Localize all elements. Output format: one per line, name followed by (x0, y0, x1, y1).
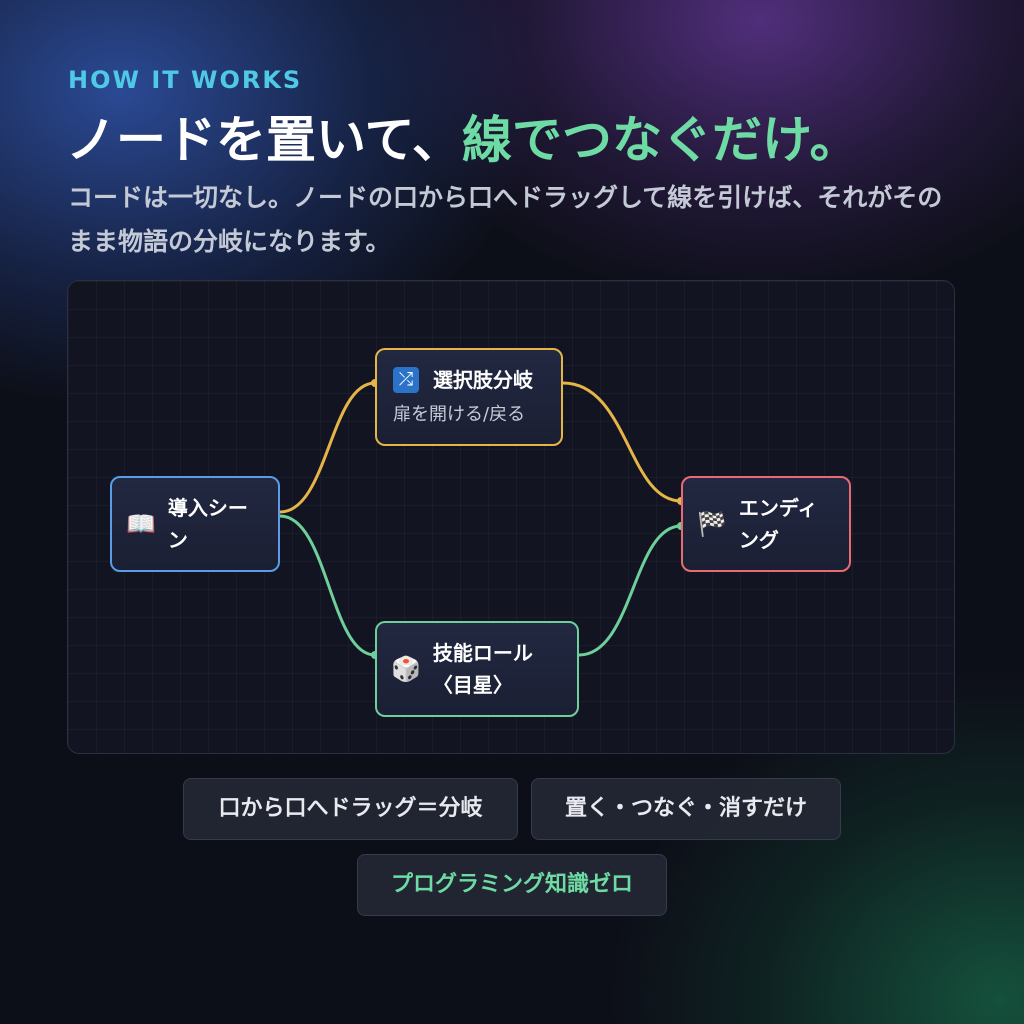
node-choice-label: 選択肢分岐 (433, 368, 533, 392)
shuffle-icon: ⤮ (393, 367, 419, 393)
node-intro-label: 導入シーン (167, 496, 248, 552)
checkered-flag-icon: 🏁 (697, 510, 727, 538)
dice-icon: 🎲 (391, 655, 421, 683)
node-choice-sublabel: 扉を開ける/戻る (393, 404, 526, 425)
title-main: ノードを置いて、 (66, 111, 462, 169)
node-editor-canvas[interactable]: 📖 導入シーン ⤮ 選択肢分岐 扉を開ける/戻る 🎲 技能ロール〈目星〉 🏁 エ… (67, 280, 955, 754)
feature-chip-place-connect-delete: 置く・つなぐ・消すだけ (531, 778, 841, 840)
wire-intro-skill (279, 514, 376, 657)
wire-intro-choice (279, 381, 376, 514)
node-skill-roll[interactable]: 🎲 技能ロール〈目星〉 (375, 621, 579, 717)
wire-choice-ending (562, 381, 682, 503)
node-skill-label: 技能ロール〈目星〉 (432, 641, 533, 697)
node-ending-label: エンディング (738, 496, 818, 552)
node-choice-header: ⤮ 選択肢分岐 (393, 364, 533, 396)
book-icon: 📖 (126, 510, 156, 538)
connection-wires (279, 379, 685, 659)
node-ending[interactable]: 🏁 エンディング (681, 476, 851, 572)
wire-skill-ending (578, 524, 682, 657)
node-choice-branch[interactable]: ⤮ 選択肢分岐 扉を開ける/戻る (375, 348, 563, 446)
page-subtitle: コードは一切なし。ノードの口から口へドラッグして線を引けば、それがそのまま物語の… (68, 183, 943, 256)
page-title: ノードを置いて、線でつなぐだけ。 (66, 100, 860, 172)
feature-chip-no-programming: プログラミング知識ゼロ (357, 854, 667, 916)
node-intro-scene[interactable]: 📖 導入シーン (110, 476, 280, 572)
feature-chip-drag-branch: 口から口へドラッグ＝分岐 (183, 778, 518, 840)
title-accent: 線でつなぐだけ。 (462, 111, 860, 169)
eyebrow-label: HOW IT WORKS (68, 66, 303, 94)
